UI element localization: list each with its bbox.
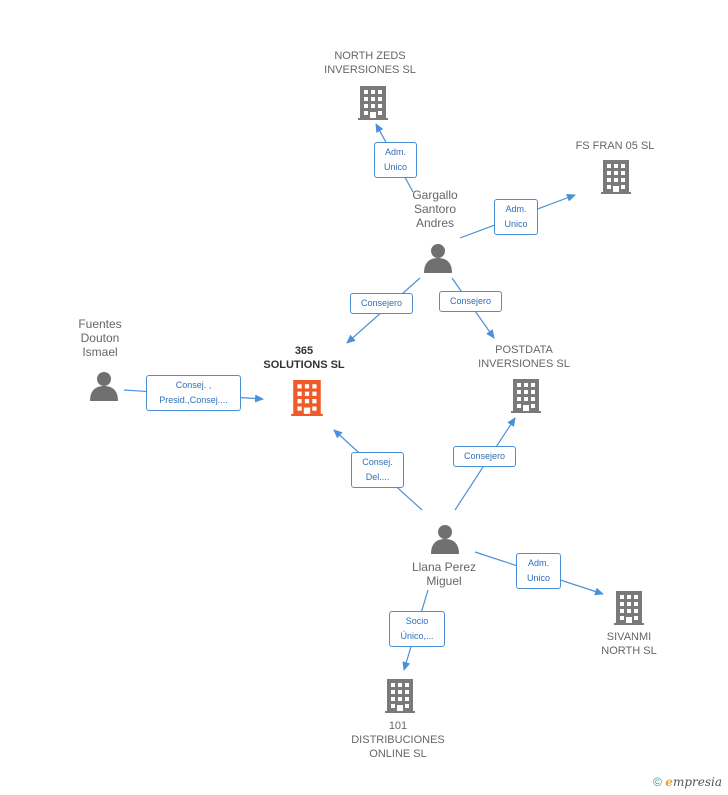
node-label-fs-fran[interactable]: FS FRAN 05 SL xyxy=(575,140,655,152)
node-label-fuentes[interactable]: Fuentes Douton Ismael xyxy=(78,317,122,359)
edge-label-consej-del-llana[interactable]: Consej. Del.... xyxy=(351,452,404,488)
node-label-365-solutions[interactable]: 365 SOLUTIONS SL xyxy=(263,345,345,371)
copyright-icon: © xyxy=(653,775,662,789)
edge-label-socio-unico-distribuciones[interactable]: Socio Único,... xyxy=(389,611,445,647)
building-icon-101-distribuciones[interactable] xyxy=(385,679,415,713)
edge-label-consejero-llana-postdata[interactable]: Consejero xyxy=(453,446,516,467)
building-icon-north-zeds[interactable] xyxy=(358,86,388,120)
empresia-logo[interactable]: empresia xyxy=(665,775,722,789)
person-icon-llana[interactable] xyxy=(431,525,459,554)
person-icon-fuentes[interactable] xyxy=(90,372,118,401)
node-label-llana[interactable]: Llana Perez Miguel xyxy=(411,560,477,588)
edge-label-adm-unico-north-zeds[interactable]: Adm. Unico xyxy=(374,142,417,178)
node-label-postdata[interactable]: POSTDATA INVERSIONES SL xyxy=(478,344,570,370)
building-icon-fs-fran[interactable] xyxy=(601,160,631,194)
building-icon-365-solutions[interactable] xyxy=(291,380,323,416)
edge-label-adm-unico-fs-fran[interactable]: Adm. Unico xyxy=(494,199,538,235)
edge-label-consejero-gargallo-solutions[interactable]: Consejero xyxy=(350,293,413,314)
building-icon-postdata[interactable] xyxy=(511,379,541,413)
node-label-101-distribuciones[interactable]: 101 DISTRIBUCIONES ONLINE SL xyxy=(351,720,445,760)
building-icon-sivanmi[interactable] xyxy=(614,591,644,625)
node-label-sivanmi[interactable]: SIVANMI NORTH SL xyxy=(601,631,657,657)
edge-label-consejero-gargallo-postdata[interactable]: Consejero xyxy=(439,291,502,312)
edge-label-adm-unico-sivanmi[interactable]: Adm. Unico xyxy=(516,553,561,589)
person-icon-gargallo[interactable] xyxy=(424,244,452,273)
edge-label-consej-presid-fuentes[interactable]: Consej. , Presid.,Consej.... xyxy=(146,375,241,411)
node-label-gargallo[interactable]: Gargallo Santoro Andres xyxy=(412,188,458,230)
brand-footer: © empresia xyxy=(653,775,722,789)
node-label-north-zeds[interactable]: NORTH ZEDS INVERSIONES SL xyxy=(324,50,416,76)
